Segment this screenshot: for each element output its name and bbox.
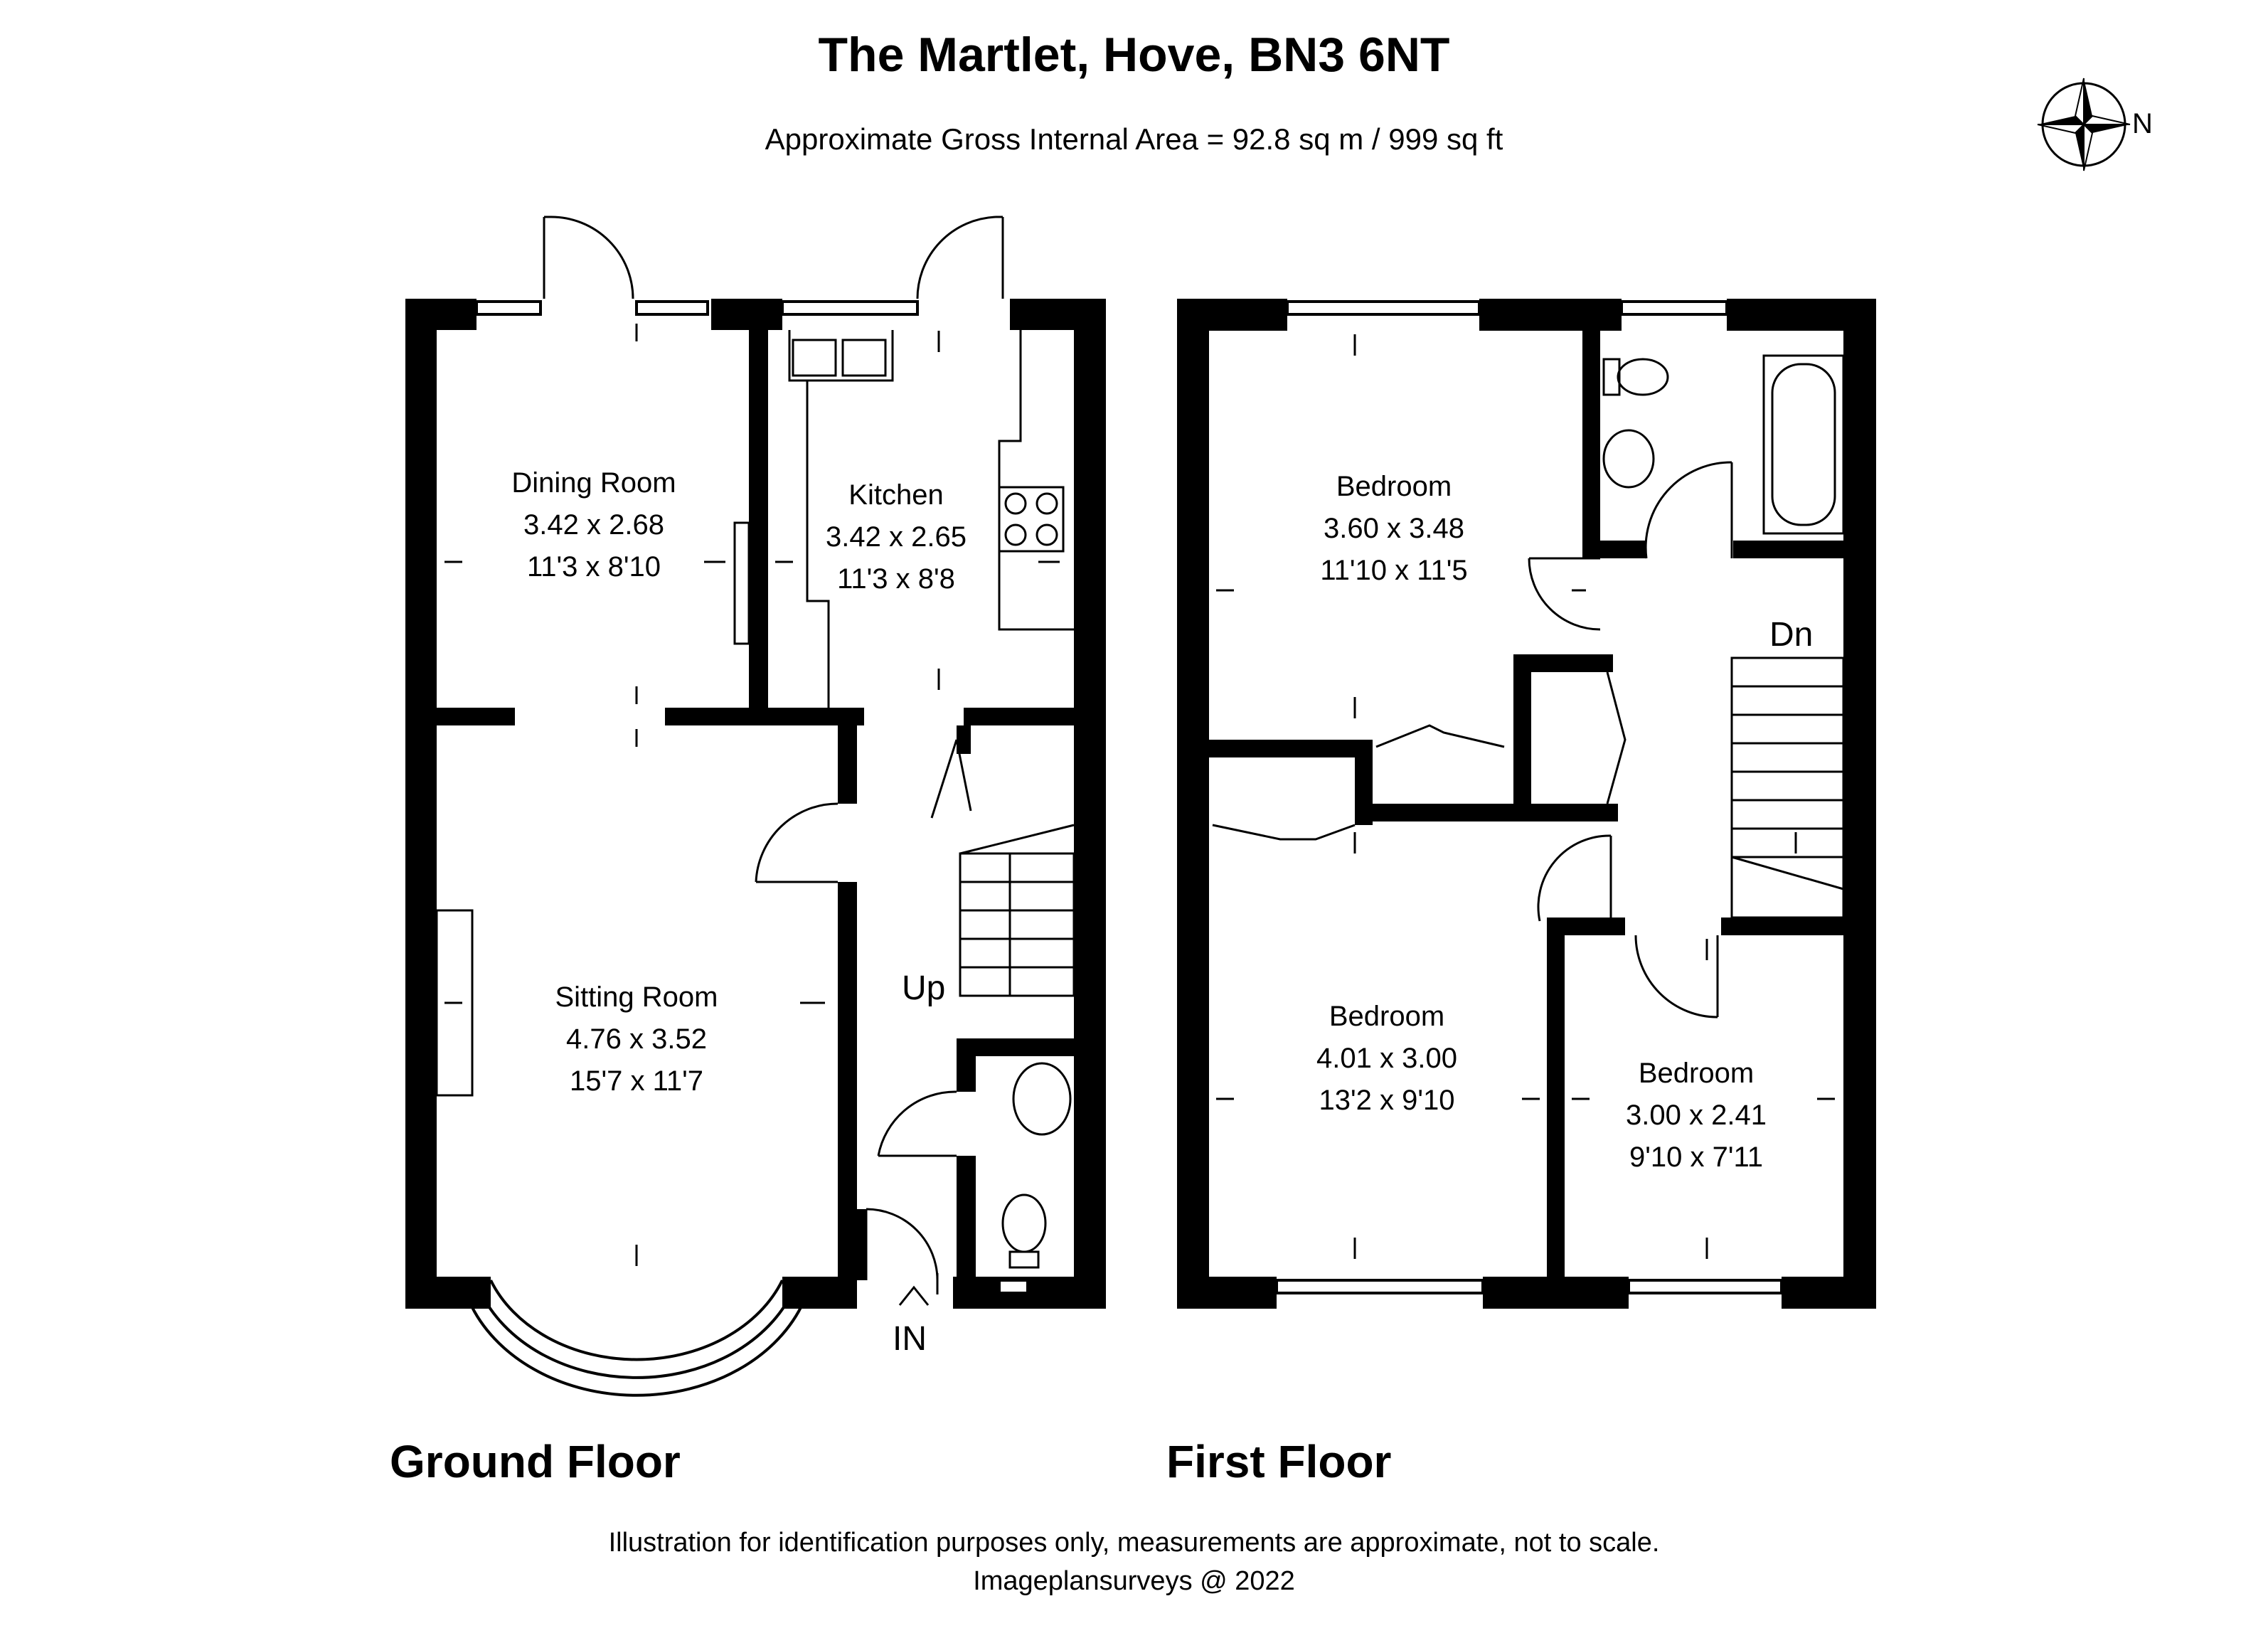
room-imperial: 11'3 x 8'8: [837, 563, 955, 595]
ff-wall-bed3-left: [1547, 918, 1565, 1309]
fixtures: [435, 330, 1845, 1269]
room-imperial: 9'10 x 7'11: [1629, 1142, 1763, 1173]
ff-wall-bottom-c: [1782, 1277, 1876, 1309]
ff-wall-cupboard-b: [1355, 804, 1618, 821]
room-name: Bedroom: [1336, 471, 1452, 502]
gf-wall-kitchen-hall: [964, 708, 1074, 725]
room-label-bedroom-3: Bedroom 3.00 x 2.41 9'10 x 7'11: [1554, 1053, 1838, 1179]
gf-wall-cloak-top: [957, 1038, 1074, 1056]
room-label-dining-room: Dining Room 3.42 x 2.68 11'3 x 8'10: [452, 462, 736, 588]
room-metric: 3.42 x 2.65: [826, 521, 967, 553]
gf-wall-bottom-left: [405, 1277, 491, 1309]
room-label-bedroom-1: Bedroom 3.60 x 3.48 11'10 x 11'5: [1252, 466, 1536, 592]
ff-wall-bath-left: [1582, 331, 1600, 558]
windows: [475, 300, 1783, 1294]
gross-internal-area: Approximate Gross Internal Area = 92.8 s…: [765, 122, 1503, 156]
gf-wall-right: [1074, 299, 1106, 1309]
gf-wall-bottom-right: [953, 1277, 1106, 1309]
room-name: Sitting Room: [555, 982, 718, 1013]
stairs-down-label: Dn: [1769, 616, 1814, 654]
ff-wall-bath-bottom-b: [1733, 541, 1843, 558]
doors: [543, 216, 1733, 1294]
ff-wall-right: [1843, 299, 1876, 1309]
gf-wall-cloak-left-b: [957, 1156, 976, 1280]
room-name: Kitchen: [848, 479, 944, 511]
room-imperial: 11'10 x 11'5: [1320, 555, 1468, 586]
walls: [405, 299, 1876, 1309]
gf-wall-stair-right: [957, 725, 971, 754]
gf-wall-left: [405, 299, 437, 1309]
ff-wall-cupboard-d: [1513, 654, 1613, 672]
gf-wall-dining-sitting-a: [437, 708, 515, 725]
room-label-bedroom-2: Bedroom 4.01 x 3.00 13'2 x 9'10: [1245, 996, 1529, 1122]
room-metric: 3.60 x 3.48: [1324, 513, 1464, 544]
gf-wall-top-mid: [711, 299, 782, 330]
entrance-label: IN: [893, 1320, 927, 1358]
stairs: [959, 656, 1845, 997]
room-metric: 4.01 x 3.00: [1316, 1043, 1457, 1074]
copyright-credit: Imageplansurveys @ 2022: [973, 1566, 1295, 1596]
room-imperial: 13'2 x 9'10: [1319, 1085, 1455, 1116]
room-name: Dining Room: [511, 467, 676, 499]
room-imperial: 11'3 x 8'10: [526, 551, 661, 583]
room-metric: 3.00 x 2.41: [1626, 1100, 1767, 1131]
gf-wall-top-left: [405, 299, 477, 330]
gf-wall-cloak-left: [957, 1056, 976, 1092]
gf-wall-dining-sitting-b: [665, 708, 864, 725]
room-metric: 3.42 x 2.68: [523, 509, 664, 541]
gf-wall-bottom-bay-right: [782, 1277, 857, 1309]
ff-wall-bed1-bottom: [1209, 740, 1362, 757]
compass-rose-icon: [2037, 78, 2131, 171]
ff-wall-cupboard-c: [1513, 654, 1531, 818]
room-label-sitting-room: Sitting Room 4.76 x 3.52 15'7 x 11'7: [494, 977, 779, 1102]
stairs-up-label: Up: [902, 969, 946, 1007]
room-imperial: 15'7 x 11'7: [569, 1065, 703, 1097]
room-label-kitchen: Kitchen 3.42 x 2.65 11'3 x 8'8: [754, 474, 1038, 600]
room-metric: 4.76 x 3.52: [566, 1023, 707, 1055]
first-floor-label: First Floor: [1166, 1436, 1392, 1487]
ground-floor-label: Ground Floor: [390, 1436, 681, 1487]
ff-wall-top-a: [1177, 299, 1287, 331]
room-name: Bedroom: [1638, 1058, 1755, 1089]
ff-wall-bed3-top-b: [1721, 918, 1843, 935]
disclaimer-note: Illustration for identification purposes…: [608, 1528, 1660, 1558]
dimension-arrows: [444, 324, 1835, 1306]
compass-north-label: N: [2132, 108, 2153, 139]
gf-wall-sitting-hall-a: [838, 725, 857, 804]
gf-wall-dining-kitchen: [749, 330, 768, 714]
page-title: The Martlet, Hove, BN3 6NT: [818, 28, 1450, 82]
ff-wall-left: [1177, 299, 1209, 1309]
room-name: Bedroom: [1329, 1001, 1445, 1032]
ff-wall-top-b: [1479, 299, 1622, 331]
bay-window: [468, 1280, 805, 1397]
ff-wall-bath-bottom-a: [1582, 541, 1646, 558]
gf-wall-entrance-left: [838, 1209, 866, 1280]
ff-wall-bottom-a: [1177, 1277, 1277, 1309]
